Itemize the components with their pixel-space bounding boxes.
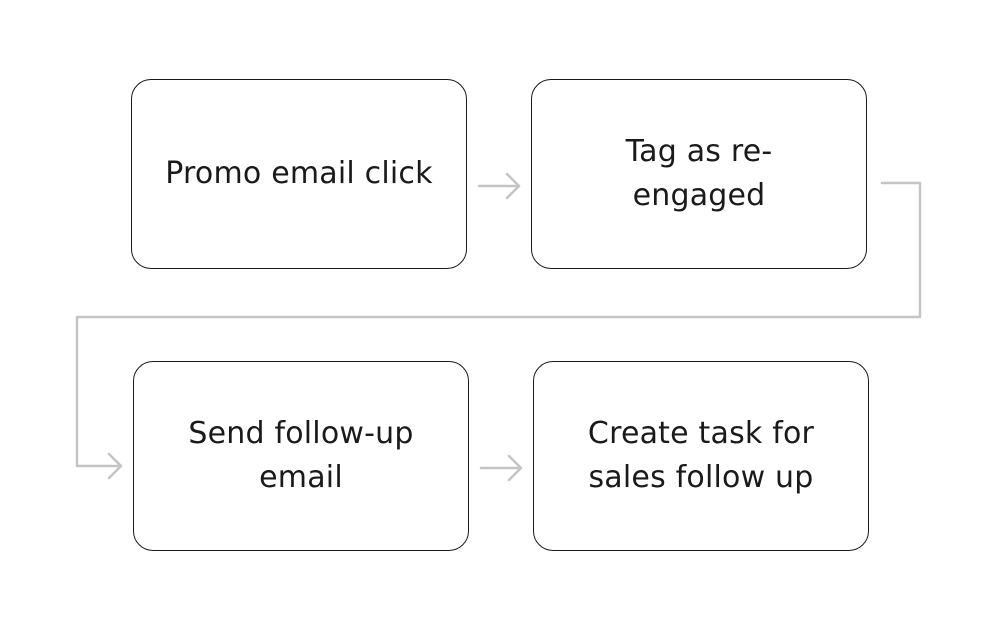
node-label: Tag as re-engaged bbox=[625, 134, 773, 213]
node-promo-email-click[interactable]: Promo email click bbox=[131, 79, 467, 269]
arrowhead-icon bbox=[107, 452, 123, 480]
arrowhead-icon bbox=[507, 454, 523, 482]
node-label: Create task for sales follow up bbox=[587, 416, 815, 495]
node-create-task-for-sales-follow-up[interactable]: Create task for sales follow up bbox=[533, 361, 869, 551]
node-send-follow-up-email[interactable]: Send follow-up email bbox=[133, 361, 469, 551]
node-label: Send follow-up email bbox=[188, 416, 414, 495]
arrowhead-icon bbox=[505, 172, 521, 200]
edge-tag-to-send bbox=[75, 181, 922, 468]
node-tag-as-re-engaged[interactable]: Tag as re-engaged bbox=[531, 79, 867, 269]
node-label: Promo email click bbox=[165, 156, 433, 191]
